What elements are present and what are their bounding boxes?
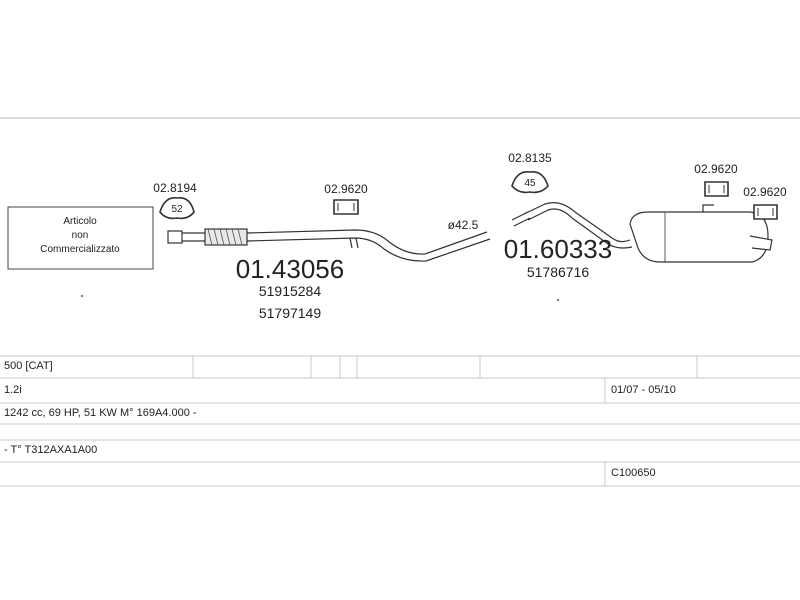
hanger-rear1-icon [704, 181, 729, 197]
row-specs: 1242 cc, 69 HP, 51 KW M° 169A4.000 - [4, 407, 197, 419]
dot-mark [81, 295, 83, 297]
notice-box [7, 206, 154, 270]
clamp-left-icon: 52 [159, 196, 195, 220]
clamp-right-badge: 45 [524, 178, 536, 189]
clamp-right-icon: 45 [511, 170, 549, 194]
rear-silencer-icon [511, 202, 773, 263]
hanger-rear2-icon [753, 204, 778, 220]
clamp-left-badge: 52 [171, 204, 183, 215]
row-engine: 1.2i [4, 384, 22, 396]
row-type: - T° T312AXA1A00 [4, 444, 98, 456]
row-catalog: C100650 [611, 467, 656, 479]
dot-mark-2 [557, 299, 559, 301]
front-pipe-oe1: 51915284 [259, 283, 322, 299]
rear-silencer-oe: 51786716 [527, 264, 590, 280]
clamp-left-code: 02.8194 [153, 181, 197, 195]
front-pipe-icon [167, 228, 491, 262]
notice-line-1: Articolo [63, 216, 97, 227]
notice-line-2: non [72, 230, 89, 241]
row-model: 500 [CAT] [4, 360, 53, 372]
notice-line-3: Commercializzato [40, 244, 120, 255]
hanger-rear2-code: 02.9620 [743, 185, 787, 199]
info-table-grid [0, 355, 800, 487]
hanger-rear1-code: 02.9620 [694, 162, 738, 176]
hanger-mid-code: 02.9620 [324, 182, 368, 196]
clamp-right-code: 02.8135 [508, 151, 552, 165]
row-years: 01/07 - 05/10 [611, 384, 676, 396]
front-pipe-code: 01.43056 [236, 254, 344, 284]
front-pipe-oe2: 51797149 [259, 305, 322, 321]
rear-silencer-code: 01.60333 [504, 234, 612, 264]
diameter-label: ø42.5 [448, 218, 479, 232]
hanger-mid-icon [333, 199, 359, 215]
